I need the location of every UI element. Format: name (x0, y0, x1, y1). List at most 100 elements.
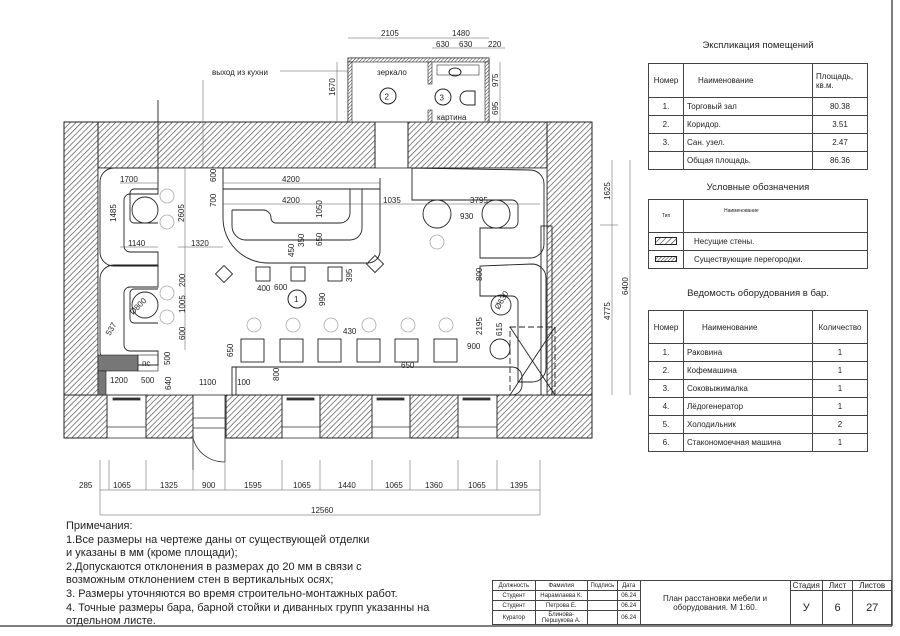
sheet-label: Лист (821, 580, 854, 591)
dim: 200 (178, 273, 187, 287)
dim: 400 (257, 284, 271, 293)
table-row: 3.Сан. узел.2.47 (648, 133, 868, 152)
dim: 1595 (244, 481, 262, 490)
dim: 615 (495, 322, 504, 336)
dim: 350 (297, 233, 306, 247)
dim: 500 (163, 351, 172, 365)
dim: 1065 (468, 481, 486, 490)
dim: 1625 (603, 182, 612, 200)
dim: 1065 (385, 481, 403, 490)
chairs (159, 188, 454, 333)
dim: 1485 (109, 204, 118, 222)
windows (106, 394, 498, 439)
dim: 1005 (178, 295, 187, 313)
cell (586, 600, 618, 611)
dim: 900 (467, 342, 481, 351)
dim-total: 12560 (311, 506, 334, 515)
dim: 700 (209, 193, 218, 207)
dim: 1200 (110, 376, 128, 385)
dim: 900 (202, 481, 216, 490)
cell: Раковина (683, 343, 813, 362)
note-line: 3. Размеры уточняются во время строитель… (66, 587, 398, 600)
cell: 5. (648, 415, 684, 434)
storage-rack: пс (97, 354, 159, 396)
room-number-1: 1 (294, 295, 299, 304)
sheets-value: 27 (852, 590, 892, 625)
dim: 1325 (160, 481, 178, 490)
partition-swatch-icon (655, 256, 677, 262)
title-block: Должность Фамилия Подпись Дата План расс… (492, 580, 892, 625)
equipment-table: Номер Наименование Количество 1.Раковина… (648, 310, 868, 452)
cell: Стакономоечная машина (683, 433, 813, 452)
equipment-table-title: Ведомость оборудования в бар. (687, 288, 829, 299)
cell: 2. (648, 361, 684, 380)
sink-icon (448, 67, 462, 77)
dim: 100 (237, 378, 251, 387)
legend-table: Тип Наименование Несущие стены. Существу… (648, 199, 868, 269)
cell: 2 (812, 415, 868, 434)
stage-value: У (789, 590, 823, 625)
dim: 800 (475, 267, 484, 281)
note-line: 2.Допускаются отклонения в размерах до 2… (66, 560, 362, 573)
stage-label: Стадия (789, 580, 823, 591)
table-row: Несущие стены. (648, 232, 868, 251)
dim: 1100 (199, 378, 217, 387)
cell: 1. (648, 97, 684, 116)
dim: 3795 (470, 196, 488, 205)
header-cell: Площадь, кв.м. (812, 63, 868, 98)
sheet-value: 6 (821, 590, 854, 625)
dim: 4200 (282, 196, 300, 205)
dim: 600 (178, 326, 187, 340)
table-row: 2.Коридор.3.51 (648, 115, 868, 134)
dim: 1440 (338, 481, 356, 490)
cell: Лёдогенератор (683, 397, 813, 416)
dim: 650 (315, 232, 324, 246)
dim: 1065 (293, 481, 311, 490)
dimension-lines (99, 37, 631, 516)
header-cell: Должность (492, 580, 536, 591)
cell: Коридор. (683, 115, 813, 134)
dim: 600 (209, 168, 218, 182)
cell: 80.38 (812, 97, 868, 116)
toilet-icon (459, 90, 476, 106)
dim: 990 (318, 292, 327, 306)
cell: Студент (492, 590, 536, 601)
header-cell: Номер (648, 310, 684, 344)
cell: 06.24 (616, 610, 641, 625)
dim: 2605 (177, 204, 186, 222)
mirror-label: зеркало (377, 68, 407, 77)
dim: 1670 (328, 78, 337, 96)
dim: 1065 (113, 481, 131, 490)
cell: 4. (648, 397, 684, 416)
dim: 640 (164, 376, 173, 390)
header-cell: Фамилия (534, 580, 588, 591)
kitchen-exit-label: выход из кухни (212, 68, 268, 77)
dim: 1395 (510, 481, 528, 490)
table-row: Существующие перегородки. (648, 250, 868, 269)
cell: 1 (812, 343, 868, 362)
header-cell: Номер (648, 63, 684, 98)
dim: 1050 (315, 200, 324, 218)
cell: 1 (812, 433, 868, 452)
header-cell: Дата (616, 580, 641, 591)
rooms-table: Номер Наименование Площадь, кв.м. 1.Торг… (648, 63, 868, 170)
cell: 6. (648, 433, 684, 452)
cell: Существующие перегородки. (683, 250, 868, 269)
sheets-label: Листов (852, 580, 892, 591)
sales-hall-floor (97, 167, 548, 396)
notes-title: Примечания: (66, 520, 133, 532)
dim: 2105 (381, 29, 399, 38)
dim: 4200 (282, 175, 300, 184)
bar-counter (214, 168, 556, 396)
cell: 1 (812, 361, 868, 380)
entrance-door (192, 395, 226, 470)
dim: 630 (459, 40, 473, 49)
cell: 1. (648, 343, 684, 362)
cell: Общая площадь. (683, 151, 813, 170)
dim: 500 (141, 376, 155, 385)
dim: 975 (491, 73, 500, 87)
dim: 1140 (128, 239, 146, 248)
